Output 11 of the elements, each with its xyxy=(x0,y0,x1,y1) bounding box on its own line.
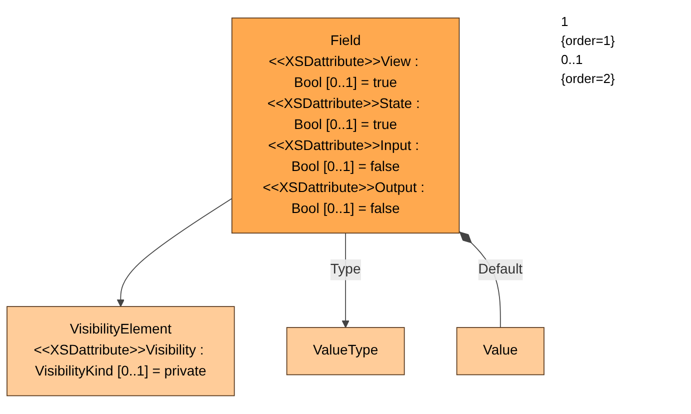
multiplicity-label: {order=1} xyxy=(561,33,616,48)
arrow xyxy=(116,198,232,308)
node-box: ValueType xyxy=(286,327,405,376)
node-box: VisibilityElement <<XSDattribute>>Visibility : VisibilityKind [0..1] = private xyxy=(6,306,235,396)
multiplicity-label: 1 xyxy=(561,14,570,29)
multiplicity-label: 0..1 xyxy=(561,52,584,67)
multiplicity-label: {order=2} xyxy=(561,71,616,86)
edge-label: Type xyxy=(330,262,361,277)
node-box: Value xyxy=(456,327,544,376)
node-box: Field <<XSDattribute>>View : Bool [0..1] = true <<XSDattribute>>State : Bool [0..1] = true <<XSDattribute>>Input : Bool [0..1] = false <<XSDattribute>>Output : Bool [0..1] = false xyxy=(231,18,460,234)
edge-label: Default xyxy=(478,262,523,277)
